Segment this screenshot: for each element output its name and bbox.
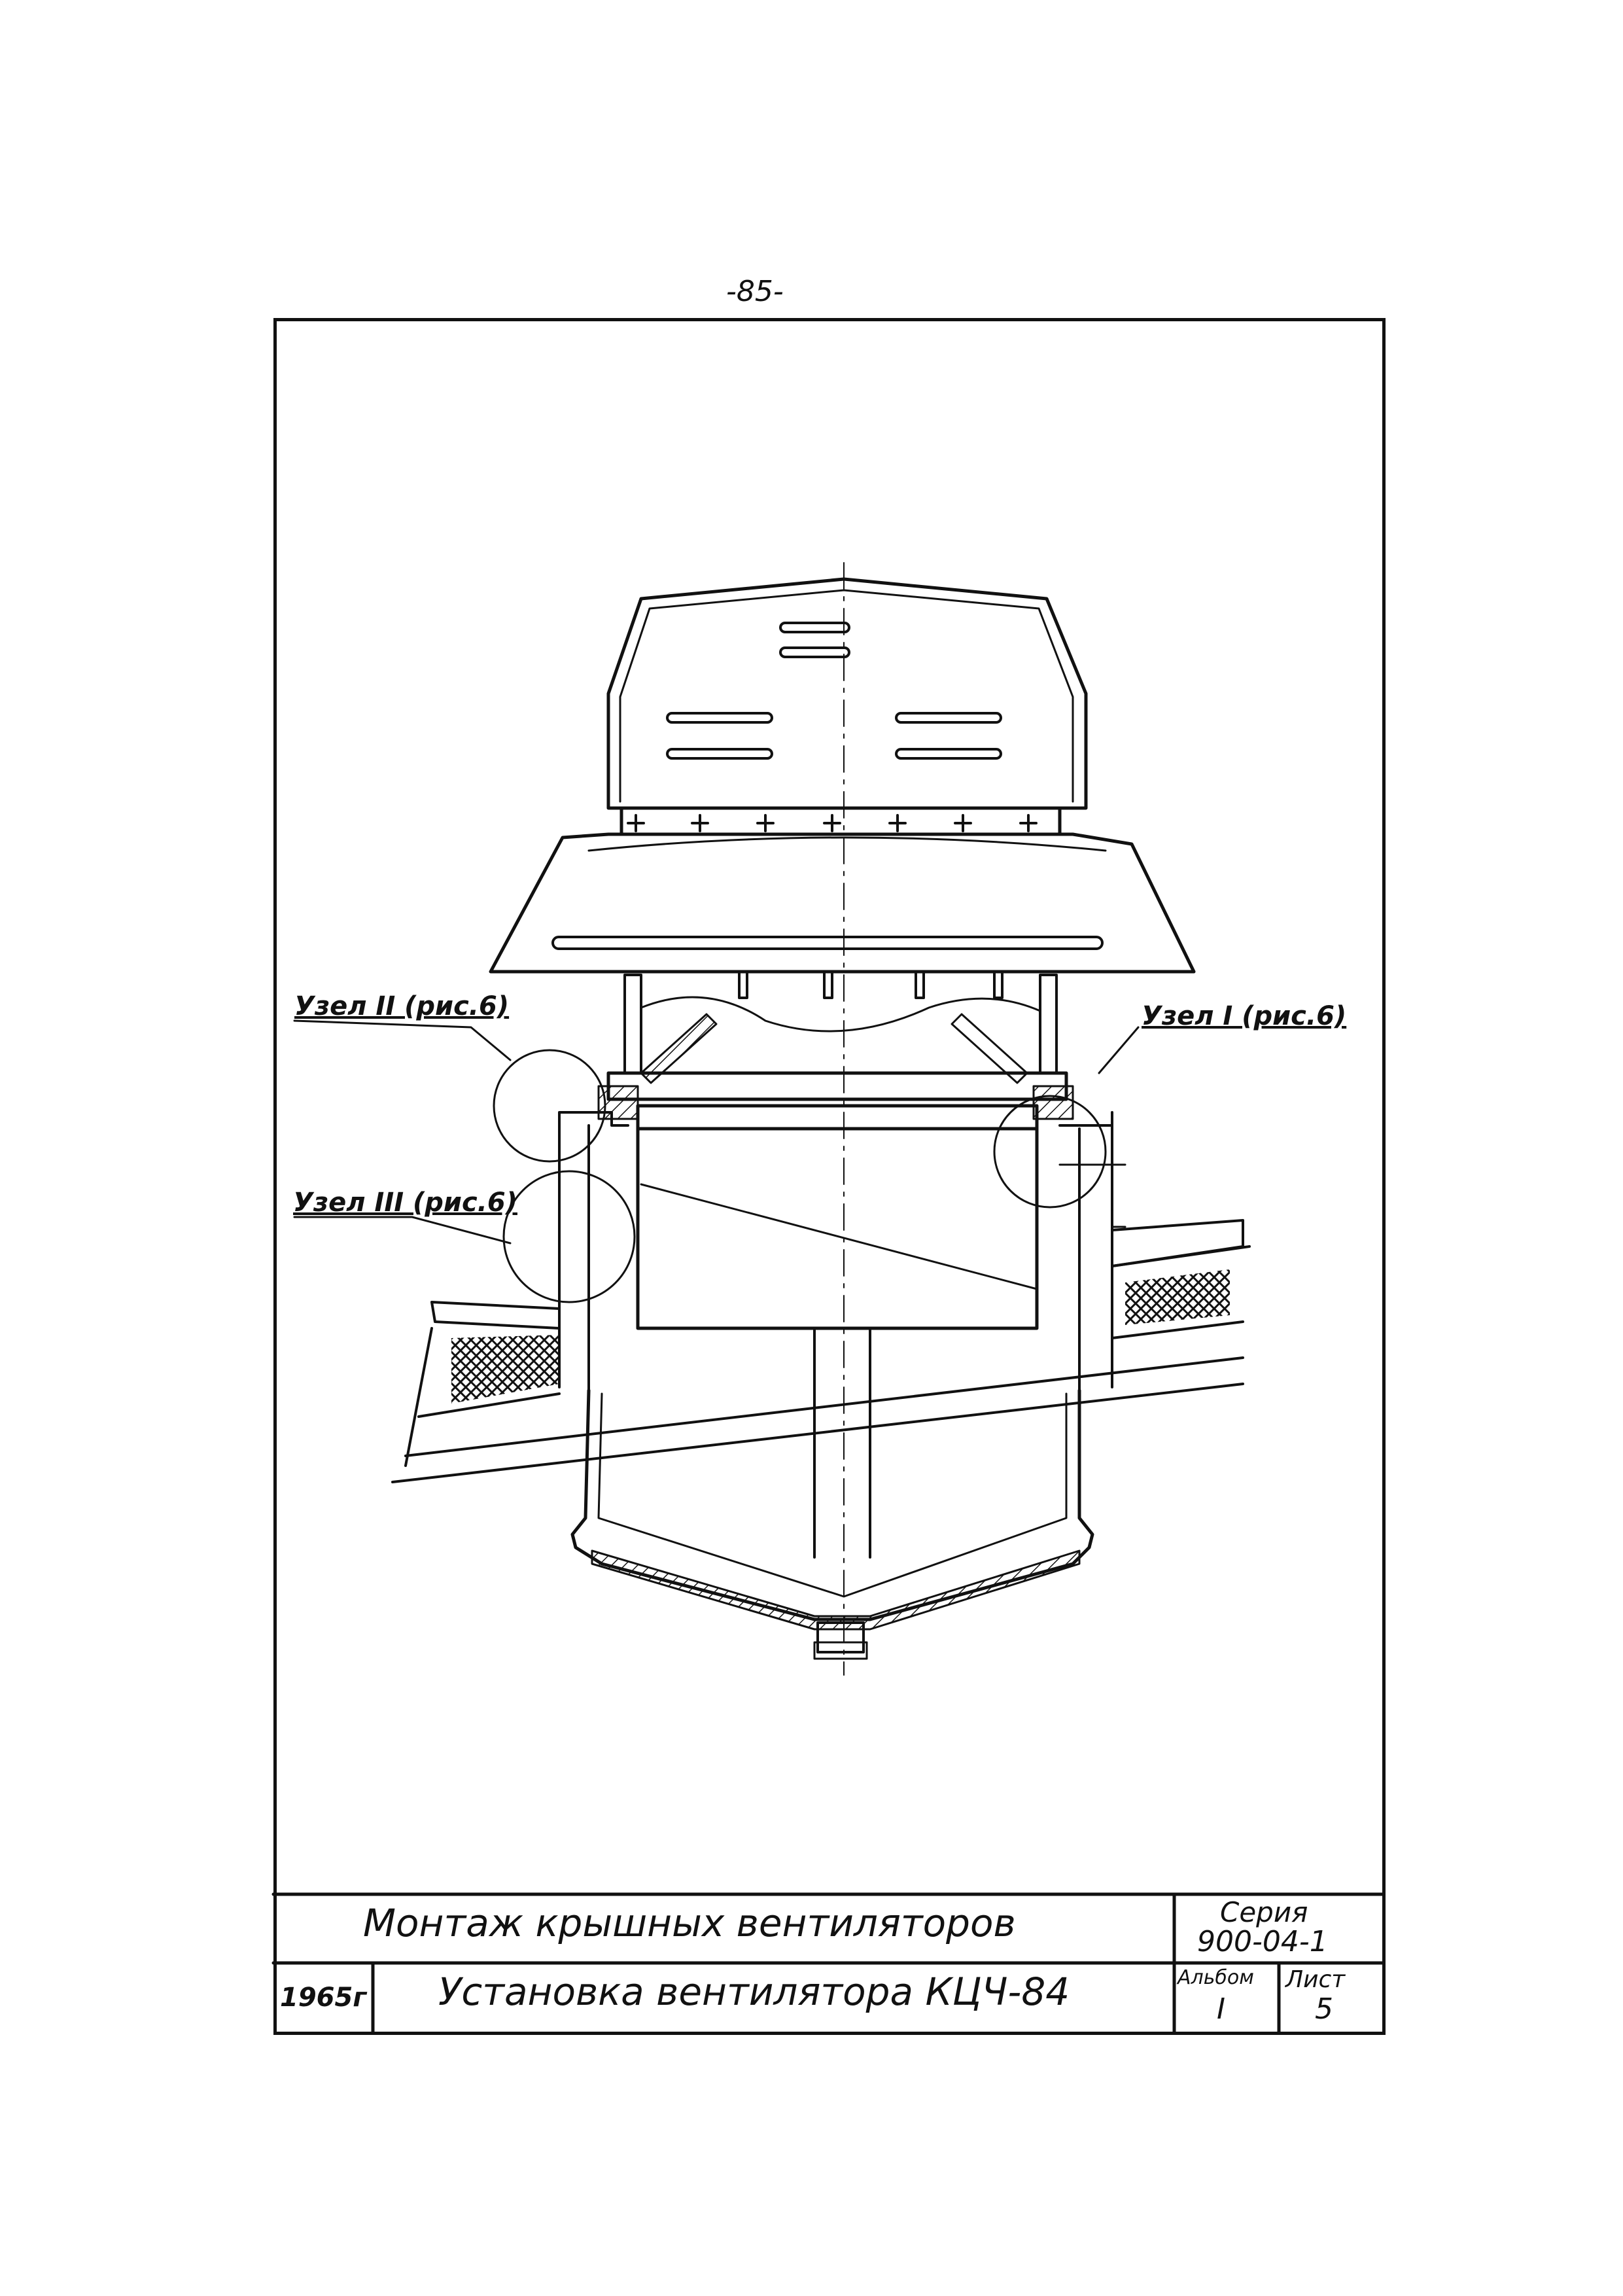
bolt-marks [627,814,1038,832]
roof-left-hatch [451,1335,559,1404]
skirt-inner-line [587,836,1107,852]
sheet-value: 5 [1315,1992,1333,2026]
hood-base-band [620,806,1062,836]
album-value: I [1217,1992,1225,2026]
brace-left [640,1013,718,1084]
inner-cylinder-diagonal [640,1183,1038,1290]
brace-right [951,1013,1028,1084]
drain-fitting-base [813,1641,868,1660]
louvre-slots [666,622,1002,760]
curb-right [1058,1111,1113,1392]
roof-right-upper [1111,1219,1244,1267]
support-posts [623,970,1058,1074]
roof-left-slab [404,1327,561,1467]
series-value: 900-04-1 [1197,1925,1328,1958]
leader-node-1 [1098,1026,1140,1074]
title-block-lines [271,1892,1384,2034]
roof-right-slab [1111,1245,1251,1339]
roof-left-upper [430,1301,561,1330]
break-line [640,996,1041,1033]
central-shaft [813,1327,871,1559]
detail-circle-node-1 [993,1095,1107,1209]
callout-node-2: Узел II (рис.6) [294,991,510,1021]
leader-node-2 [293,1019,512,1061]
hood-inner-outline [619,589,1074,803]
series-label: Серия [1220,1896,1308,1928]
skirt-rim-bar [551,936,1104,950]
curb-left [558,1111,629,1392]
page-number: -85- [726,275,784,308]
title-main: Монтаж крышных вентиляторов [363,1901,1016,1945]
flange-right [1032,1085,1074,1120]
album-label: Альбом [1178,1966,1254,1989]
sheet-label: Лист [1285,1966,1346,1993]
drain-fitting [816,1621,865,1653]
year: 1965г [280,1983,367,2013]
detail-circle-node-2 [493,1049,606,1163]
hood-outer-outline [606,577,1088,810]
title-sub: Установка вентилятора КЦЧ-84 [438,1969,1070,2014]
upper-ring [606,1071,1068,1101]
roof-slope-lines [391,1356,1244,1483]
detail-circle-node-3 [502,1170,636,1303]
drawing-sheet-frame [273,318,1386,2035]
ring-band [636,1104,1039,1131]
lower-housing-inner [597,1392,1068,1598]
leader-node-3 [293,1216,512,1245]
roof-right-hatch [1125,1269,1230,1325]
callout-node-3: Узел III (рис.6) [293,1188,517,1218]
bottom-cone [591,1549,1081,1631]
skirt-outline [489,832,1196,974]
callout-node-1: Узел I (рис.6) [1142,1001,1347,1031]
inner-cylinder [636,1127,1039,1330]
